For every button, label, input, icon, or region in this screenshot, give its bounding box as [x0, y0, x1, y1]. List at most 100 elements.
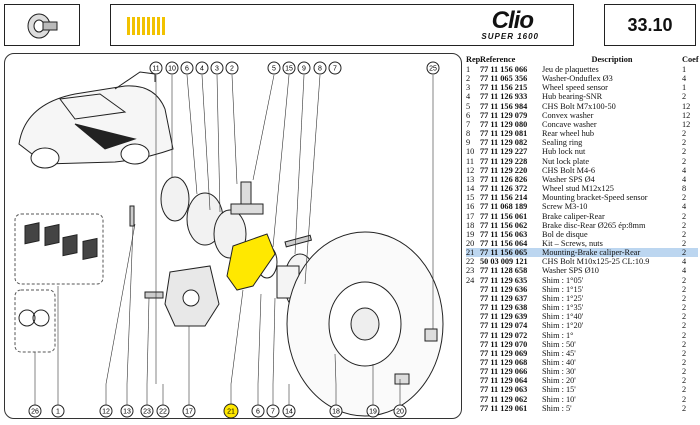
- cell-rep: 10: [466, 147, 475, 157]
- svg-text:10: 10: [168, 66, 176, 73]
- cell-ref: 77 11 129 227: [480, 147, 528, 157]
- svg-text:11: 11: [152, 66, 159, 73]
- cell-desc: Kit – Screws, nuts: [542, 238, 603, 248]
- cell-coef: 2: [682, 193, 687, 203]
- cell-rep: 23: [466, 266, 475, 276]
- brake-caliper-icon: [164, 265, 220, 327]
- svg-text:6: 6: [256, 409, 260, 416]
- cell-coef: 2: [682, 303, 687, 313]
- svg-text:15: 15: [285, 66, 293, 73]
- callout-4: 4: [195, 61, 209, 75]
- svg-text:1: 1: [56, 409, 60, 416]
- cell-rep: 2: [466, 74, 471, 84]
- cell-coef: 2: [682, 367, 687, 377]
- cell-desc: Shim : 45': [542, 348, 576, 358]
- cell-ref: 77 11 129 635: [480, 275, 528, 285]
- clio-logo: Clio: [491, 7, 534, 34]
- cell-ref: 77 11 129 072: [480, 330, 528, 340]
- cell-coef: 2: [682, 92, 687, 102]
- svg-text:25: 25: [429, 66, 437, 73]
- svg-text:19: 19: [369, 409, 377, 416]
- cell-rep: 17: [466, 211, 475, 221]
- cell-ref: 77 11 129 638: [480, 303, 528, 313]
- cell-ref: 77 11 126 372: [480, 184, 528, 194]
- col-ref-header: Reference: [480, 55, 516, 64]
- cell-coef: 4: [682, 74, 687, 84]
- cell-desc: Washer-Onduflex Ø3: [542, 74, 613, 84]
- callout-8: 8: [313, 61, 327, 75]
- cell-ref: 77 11 156 065: [480, 248, 528, 258]
- cell-rep: [466, 376, 480, 385]
- cell-ref: 77 11 129 079: [480, 110, 528, 120]
- callout-12: 12: [99, 404, 113, 418]
- cell-coef: 2: [682, 156, 687, 166]
- cell-ref: 77 11 129 637: [480, 293, 528, 303]
- svg-text:5: 5: [272, 66, 276, 73]
- cell-ref: 77 11 156 066: [480, 65, 528, 74]
- cell-rep: 22: [466, 257, 475, 267]
- page-number-box: 33.10: [604, 4, 696, 46]
- cell-coef: 2: [682, 220, 687, 230]
- cell-ref: 77 11 156 062: [480, 220, 528, 230]
- cell-rep: [466, 367, 480, 376]
- cell-coef: 2: [682, 385, 687, 395]
- cell-rep: [466, 349, 480, 358]
- cell-ref: 77 11 129 064: [480, 376, 528, 386]
- cell-rep: [466, 385, 480, 394]
- cell-rep: 15: [466, 193, 475, 203]
- svg-text:23: 23: [143, 409, 151, 416]
- cell-desc: Shim : 40': [542, 358, 576, 367]
- svg-text:12: 12: [102, 409, 110, 416]
- cell-rep: 21: [466, 248, 475, 258]
- cell-rep: 13: [466, 174, 475, 184]
- cell-ref: 77 11 129 069: [480, 348, 528, 358]
- cell-rep: [466, 395, 480, 404]
- exploded-parts-diagram: 11 10 6 4 3 2 5 15 9 8 7 25 26 1 12 13 2…: [4, 53, 462, 419]
- cell-desc: Shim : 1°20': [542, 321, 584, 331]
- cell-desc: Hub bearing-SNR: [542, 92, 603, 102]
- cell-coef: 4: [682, 257, 687, 267]
- cell-ref: 77 11 129 068: [480, 358, 528, 367]
- callout-15: 15: [282, 61, 296, 75]
- svg-text:14: 14: [285, 409, 293, 416]
- col-desc-header: Description: [591, 55, 633, 64]
